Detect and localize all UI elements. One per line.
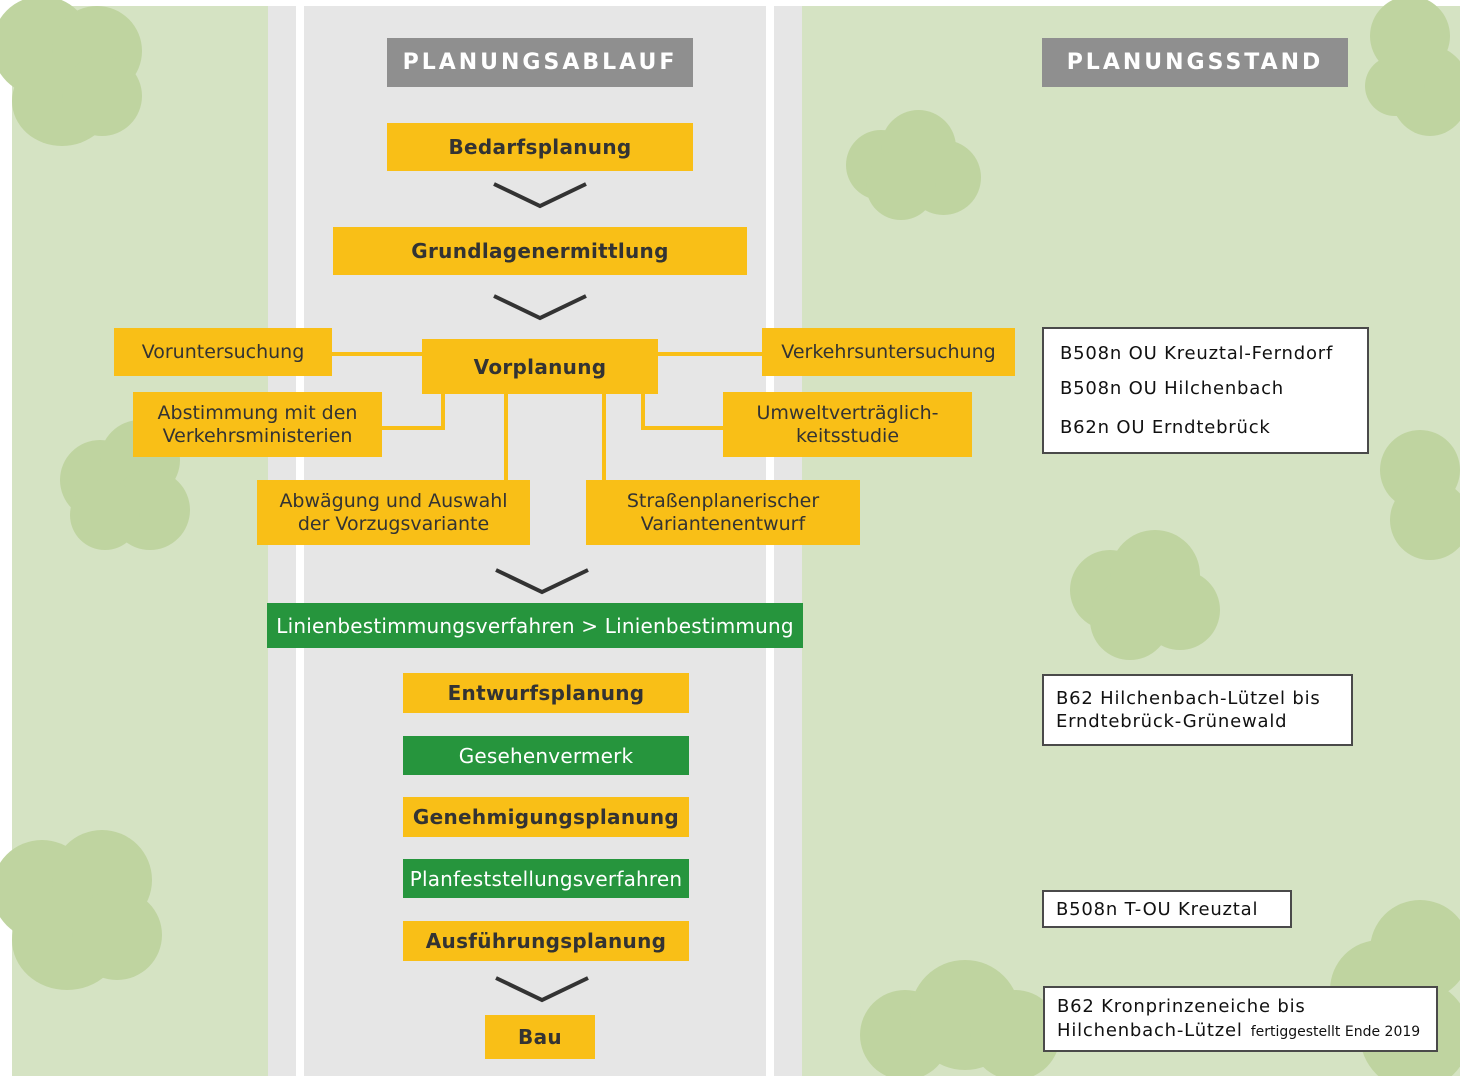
- step-linienbestimmung: Linienbestimmungsverfahren > Linienbesti…: [267, 603, 803, 648]
- status-project: B62n OU Erndtebrück: [1060, 417, 1271, 438]
- step-grundlagenermittlung: Grundlagenermittlung: [333, 227, 747, 275]
- part-abstimmung: Abstimmung mit den Verkehrsministerien: [133, 392, 382, 457]
- status-project: B508n OU Hilchenbach: [1060, 378, 1284, 399]
- step-bau: Bau: [485, 1015, 595, 1059]
- status-box-entwurf: B62 Hilchenbach-Lützel bis Erndtebrück-G…: [1042, 674, 1353, 746]
- connector-line: [441, 392, 445, 430]
- part-umweltvertraeglichkeitsstudie: Umweltverträglich- keitsstudie: [723, 392, 972, 457]
- header-planungsablauf: PLANUNGSABLAUF: [387, 38, 693, 87]
- connector-line: [641, 426, 725, 430]
- status-box-bau: B62 Kronprinzeneiche bis Hilchenbach-Lüt…: [1043, 986, 1438, 1052]
- part-variantenentwurf: Straßenplanerischer Variantenentwurf: [586, 480, 860, 545]
- step-vorplanung: Vorplanung: [422, 339, 658, 394]
- tree-icon: [0, 0, 162, 156]
- chevron-down-icon: [495, 568, 589, 595]
- connector-line: [602, 392, 606, 482]
- tree-icon: [0, 830, 162, 990]
- tree-icon: [1070, 530, 1220, 660]
- status-project: B62 Kronprinzeneiche bis: [1057, 996, 1306, 1017]
- step-ausfuehrungsplanung: Ausführungsplanung: [403, 921, 689, 961]
- status-box-vorplanung: B508n OU Kreuztal-Ferndorf B508n OU Hilc…: [1042, 327, 1369, 454]
- status-box-planfeststellung: B508n T-OU Kreuztal: [1042, 890, 1292, 928]
- status-project: B508n T-OU Kreuztal: [1056, 899, 1259, 920]
- connector-line: [381, 426, 445, 430]
- step-gesehenvermerk: Gesehenvermerk: [403, 736, 689, 775]
- status-project: B508n OU Kreuztal-Ferndorf: [1060, 343, 1334, 364]
- chevron-down-icon: [495, 976, 589, 1003]
- part-verkehrsuntersuchung: Verkehrsuntersuchung: [762, 328, 1015, 376]
- status-project: Erndtebrück-Grünewald: [1056, 711, 1288, 732]
- part-voruntersuchung: Voruntersuchung: [114, 328, 332, 376]
- tree-icon: [860, 960, 1060, 1076]
- step-planfeststellungsverfahren: Planfeststellungsverfahren: [403, 859, 689, 898]
- tree-icon: [1380, 430, 1460, 560]
- chevron-down-icon: [493, 182, 587, 209]
- tree-icon: [1365, 0, 1460, 146]
- status-project: B62 Hilchenbach-Lützel bis: [1056, 688, 1321, 709]
- step-entwurfsplanung: Entwurfsplanung: [403, 673, 689, 713]
- status-project: Hilchenbach-Lützel: [1057, 1020, 1243, 1041]
- connector-line: [657, 352, 763, 356]
- connector-line: [641, 392, 645, 430]
- step-genehmigungsplanung: Genehmigungsplanung: [403, 797, 689, 837]
- status-note: fertiggestellt Ende 2019: [1250, 1024, 1421, 1040]
- header-planungsstand: PLANUNGSSTAND: [1042, 38, 1348, 87]
- connector-line: [331, 352, 423, 356]
- connector-line: [504, 392, 508, 482]
- tree-icon: [846, 110, 986, 220]
- part-abwaegung: Abwägung und Auswahl der Vorzugsvariante: [257, 480, 530, 545]
- status-project-with-note: Hilchenbach-Lützel fertiggestellt Ende 20…: [1057, 1020, 1420, 1041]
- chevron-down-icon: [493, 294, 587, 321]
- step-bedarfsplanung: Bedarfsplanung: [387, 123, 693, 171]
